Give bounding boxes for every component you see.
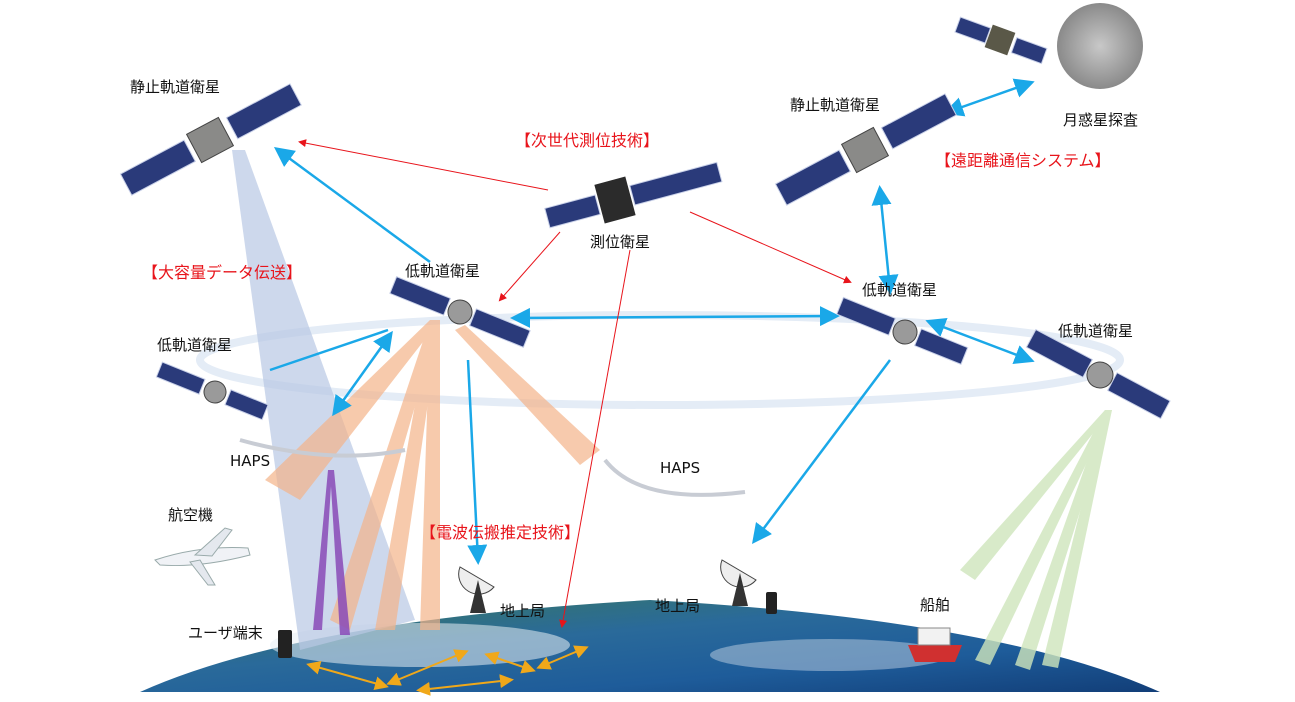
ground-station-right-icon <box>720 559 757 606</box>
leo-satellite-center <box>389 276 531 348</box>
label-haps-left: HAPS <box>230 452 270 470</box>
tech-positioning: 【次世代測位技術】 <box>515 131 659 150</box>
handheld-terminal-icon <box>766 592 777 614</box>
positioning-satellite <box>544 161 723 229</box>
haps-left <box>239 438 406 458</box>
label-leo-left: 低軌道衛星 <box>157 336 232 354</box>
moon <box>1057 3 1143 89</box>
aircraft-icon <box>154 527 251 586</box>
label-leo-right: 低軌道衛星 <box>862 281 937 299</box>
ground-station-left-icon <box>458 566 495 613</box>
label-ground-station-right: 地上局 <box>655 597 700 615</box>
leo-satellite-left <box>155 361 269 421</box>
label-ship: 船舶 <box>920 596 950 614</box>
label-haps-right: HAPS <box>660 459 700 477</box>
geo-satellite-right <box>774 93 957 206</box>
haps-beams <box>313 470 350 635</box>
label-geo-right: 静止軌道衛星 <box>790 96 880 114</box>
label-lunar: 月惑星探査 <box>1063 111 1138 129</box>
positioning-links <box>298 139 852 628</box>
inter-satellite-links <box>269 78 1035 565</box>
tech-propagation: 【電波伝搬推定技術】 <box>420 523 580 542</box>
ground-links <box>306 645 589 696</box>
label-leo-far-right: 低軌道衛星 <box>1058 322 1133 340</box>
label-geo-left: 静止軌道衛星 <box>130 78 220 96</box>
leo-satellite-right <box>836 296 969 365</box>
lunar-probe <box>954 16 1048 65</box>
tech-high-capacity: 【大容量データ伝送】 <box>142 263 302 282</box>
label-user-terminal: ユーザ端末 <box>188 624 263 642</box>
tech-long-distance: 【遠距離通信システム】 <box>935 151 1111 170</box>
ship-beams <box>960 410 1112 670</box>
leo-satellite-far-right <box>1025 328 1171 420</box>
leo-orbit <box>196 311 1124 409</box>
label-aircraft: 航空機 <box>168 506 213 524</box>
haps-right <box>603 458 746 497</box>
label-positioning-sat: 測位衛星 <box>590 233 650 251</box>
user-terminal-icon <box>278 630 292 658</box>
geo-satellite-left <box>119 83 302 196</box>
label-ground-station-left: 地上局 <box>500 602 545 620</box>
ship-icon <box>908 627 962 662</box>
label-leo-center: 低軌道衛星 <box>405 262 480 280</box>
